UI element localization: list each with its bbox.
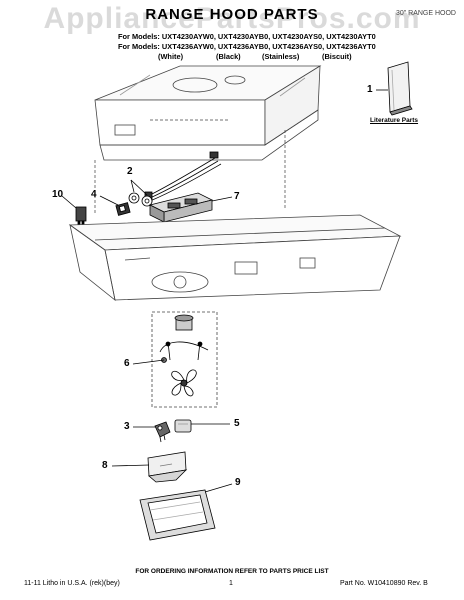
literature-booklet-icon <box>387 61 413 116</box>
lamp-holder-icon <box>154 421 171 443</box>
callout-2: 2 <box>127 166 133 177</box>
light-socket-icon <box>128 192 153 207</box>
callout-1: 1 <box>367 84 373 95</box>
fan-blade-icon <box>171 369 197 397</box>
callout-10: 10 <box>52 189 64 200</box>
product-type-label: 30" RANGE HOOD <box>395 10 456 17</box>
callout-7: 7 <box>234 191 240 202</box>
fan-assembly-box <box>151 311 218 408</box>
callout-8: 8 <box>102 460 108 471</box>
page-number: 1 <box>229 580 233 587</box>
part-number: Part No. W10410890 Rev. B <box>340 580 428 587</box>
finish-stainless: (Stainless) <box>262 52 300 61</box>
callout-6: 6 <box>124 358 130 369</box>
page-title: RANGE HOOD PARTS <box>145 6 319 23</box>
litho-info: 11-11 Litho in U.S.A. (rek)(bey) <box>24 580 120 587</box>
thermal-switch-icon <box>75 206 87 227</box>
callout-5: 5 <box>234 418 240 429</box>
finish-biscuit: (Biscuit) <box>322 52 352 61</box>
models-line-1: For Models: UXT4230AYW0, UXT4230AYB0, UX… <box>118 32 376 41</box>
hood-body <box>68 214 402 301</box>
models-line-2: For Models: UXT4236AYW0, UXT4236AYB0, UX… <box>118 42 376 51</box>
literature-parts-label: Literature Parts <box>370 117 419 124</box>
finish-white: (White) <box>158 52 184 61</box>
callout-3: 3 <box>124 421 130 432</box>
control-switch-icon <box>148 192 214 223</box>
blower-motor-icon <box>159 314 209 363</box>
watermark: AppliancePartsPros.com <box>43 2 421 35</box>
light-lens-icon <box>147 451 188 483</box>
grease-filter-icon <box>139 489 216 541</box>
light-bulb-icon <box>174 419 192 433</box>
wiring-harness-icon <box>144 151 222 203</box>
callout-9: 9 <box>235 477 241 488</box>
rocker-switch-icon <box>115 202 131 216</box>
finish-black: (Black) <box>216 52 241 61</box>
callout-4: 4 <box>91 189 97 200</box>
hood-top-housing <box>94 65 322 161</box>
ordering-info: FOR ORDERING INFORMATION REFER TO PARTS … <box>135 568 329 575</box>
